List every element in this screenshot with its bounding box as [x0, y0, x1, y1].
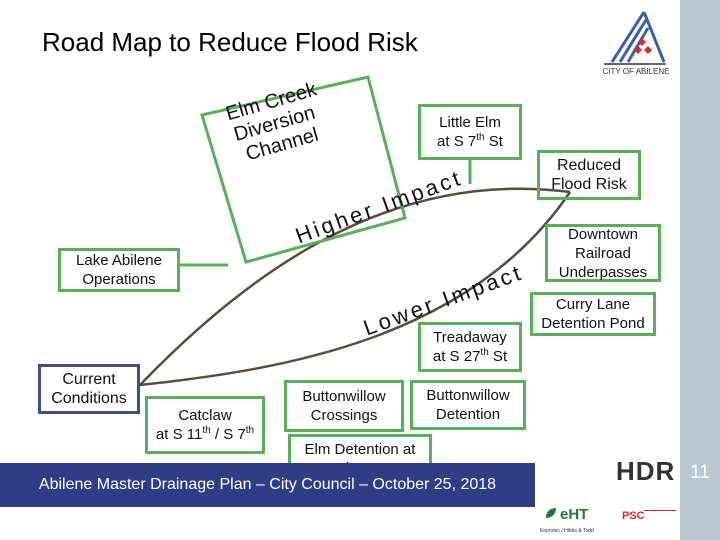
psc-logo: PSC	[622, 508, 678, 530]
reduced-line2: Flood Risk	[551, 176, 627, 193]
curry-line1: Curry Lane	[555, 296, 631, 313]
node-downtown-underpasses: Downtown Railroad Underpasses	[545, 224, 661, 282]
psc-logo-line	[644, 510, 676, 511]
node-little-elm: Little Elm at S 7th St	[418, 104, 522, 160]
elm-detention-line1: Elm Detention at	[304, 441, 416, 458]
city-logo-text: CITY OF ABILENE	[602, 67, 670, 76]
city-logo-mark	[604, 11, 666, 65]
bw-crossings-line1: Buttonwillow	[302, 388, 386, 405]
node-buttonwillow-crossings: Buttonwillow Crossings	[284, 380, 404, 432]
downtown-line1: Downtown	[567, 225, 639, 243]
bw-detention-line2: Detention	[435, 406, 501, 423]
eht-logo-sub: Enprotec / Hibbs & Todd	[540, 528, 594, 534]
little-elm-line1: Little Elm	[439, 114, 501, 131]
elm-creek-outline	[200, 75, 407, 264]
side-bar	[680, 0, 720, 540]
reduced-line1: Reduced	[556, 157, 622, 174]
eht-leaf-icon	[546, 508, 556, 518]
treadaway-line1: Treadaway	[433, 329, 507, 346]
lens-upper-curve	[139, 187, 571, 386]
treadaway-line2: at S 27th St	[432, 347, 508, 366]
psc-logo-text: PSC	[622, 510, 645, 522]
lake-line1: Lake Abilene	[76, 252, 162, 269]
node-buttonwillow-detention: Buttonwillow Detention	[410, 380, 526, 430]
downtown-line3: Underpasses	[558, 263, 648, 281]
bw-detention-line1: Buttonwillow	[426, 387, 510, 404]
eht-logo-text: eHT	[560, 506, 589, 523]
current-line2: Conditions	[51, 390, 127, 407]
city-logo: CITY OF ABILENE	[598, 6, 670, 78]
hdr-logo: HDR	[616, 456, 676, 486]
node-catclaw: Catclaw at S 11th / S 7th	[145, 396, 265, 454]
node-reduced-flood-risk: Reduced Flood Risk	[537, 150, 641, 200]
eht-logo: eHT Enprotec / Hibbs & Todd	[540, 500, 602, 538]
little-elm-line2: at S 7th St	[437, 132, 503, 151]
bw-crossings-line2: Crossings	[310, 407, 378, 424]
catclaw-line2: at S 11th / S 7th	[155, 425, 255, 444]
node-curry-lane: Curry Lane Detention Pond	[530, 292, 656, 336]
lens-lower-curve	[139, 191, 572, 387]
current-line1: Current	[62, 371, 116, 388]
downtown-line2: Railroad	[575, 244, 631, 262]
curry-line2: Detention Pond	[541, 315, 645, 332]
lake-line2: Operations	[82, 271, 156, 288]
node-treadaway: Treadaway at S 27th St	[418, 322, 522, 372]
node-lake-abilene: Lake Abilene Operations	[58, 248, 180, 292]
catclaw-line1: Catclaw	[178, 407, 232, 424]
page-title: Road Map to Reduce Flood Risk	[42, 27, 418, 57]
footer-banner: Abilene Master Drainage Plan – City Coun…	[0, 463, 535, 507]
node-current-conditions: Current Conditions	[38, 364, 140, 414]
page-number: 11	[690, 462, 710, 483]
